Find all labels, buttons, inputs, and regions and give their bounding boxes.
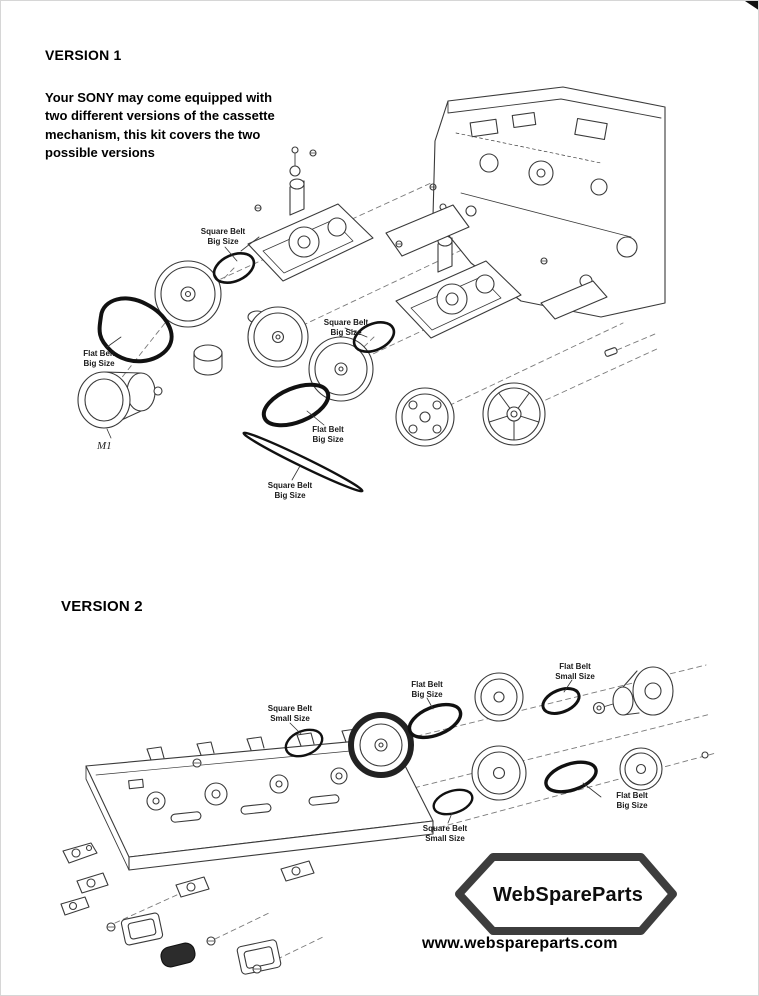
flat-belt-big-left bbox=[97, 296, 174, 364]
screws-v1 bbox=[254, 149, 618, 357]
chassis-v2 bbox=[85, 728, 434, 871]
pulley-mid bbox=[308, 336, 374, 402]
version2-heading: VERSION 2 bbox=[61, 598, 143, 615]
pulley-holes bbox=[395, 387, 455, 447]
pulley-center bbox=[247, 306, 309, 368]
flat-belt-small bbox=[541, 687, 581, 715]
label-flat-belt-small: Flat Belt Small Size bbox=[555, 662, 595, 682]
leader-lines-v1 bbox=[106, 246, 368, 481]
label-flat-belt-big-upper: Flat Belt Big Size bbox=[411, 680, 443, 700]
pulley-large-left bbox=[154, 260, 222, 328]
bracket-parts-v1 bbox=[385, 204, 608, 320]
pulley-upper-v2 bbox=[474, 672, 524, 722]
motor-v2 bbox=[592, 666, 674, 716]
belt-clamp bbox=[193, 344, 223, 376]
corner-artifact bbox=[745, 1, 758, 10]
label-flat-belt-big-mid: Flat Belt Big Size bbox=[312, 425, 344, 445]
intro-text: Your SONY may come equipped with two dif… bbox=[45, 90, 275, 161]
flat-belt-big-lower bbox=[544, 760, 598, 794]
label-square-belt-big-top: Square Belt Big Size bbox=[200, 227, 246, 247]
flywheel bbox=[482, 382, 546, 446]
label-square-belt-small-lower: Square Belt Small Size bbox=[422, 824, 468, 844]
label-flat-belt-big-lower: Flat Belt Big Size bbox=[616, 791, 648, 811]
square-belt-small-upper bbox=[284, 728, 324, 758]
label-square-belt-small-upper: Square Belt Small Size bbox=[267, 704, 313, 724]
version1-diagram bbox=[77, 86, 666, 493]
square-belt-big-long bbox=[242, 431, 364, 493]
pulley-right-v2 bbox=[619, 747, 709, 791]
label-motor-m1: M1 bbox=[97, 440, 112, 452]
leader-lines-v2 bbox=[289, 679, 602, 824]
webspareparts-logo-text: WebSpareParts bbox=[492, 884, 644, 906]
label-flat-belt-big-left: Flat Belt Big Size bbox=[83, 349, 115, 369]
pulley-lower-v2 bbox=[471, 745, 527, 801]
idler-tire-pulley bbox=[348, 712, 414, 778]
version1-heading: VERSION 1 bbox=[45, 47, 122, 63]
chassis-v1 bbox=[432, 86, 666, 318]
motor-m1 bbox=[77, 371, 163, 429]
website-url: www.webspareparts.com bbox=[422, 935, 618, 952]
webspareparts-logo-icon bbox=[455, 853, 677, 935]
square-belt-small-lower bbox=[432, 788, 474, 816]
square-belt-big-mid bbox=[352, 321, 396, 353]
mechanism-block-1 bbox=[240, 146, 374, 282]
mechanism-block-2 bbox=[395, 203, 522, 339]
flat-belt-big-mid bbox=[261, 382, 331, 428]
flat-belt-big-upper bbox=[407, 702, 463, 740]
square-belt-big-top bbox=[212, 252, 256, 284]
hardware-parts-v2 bbox=[60, 758, 315, 975]
version2-diagram bbox=[60, 664, 717, 975]
label-square-belt-big-mid: Square Belt Big Size bbox=[323, 318, 369, 338]
label-square-belt-big-long: Square Belt Big Size bbox=[267, 481, 313, 501]
